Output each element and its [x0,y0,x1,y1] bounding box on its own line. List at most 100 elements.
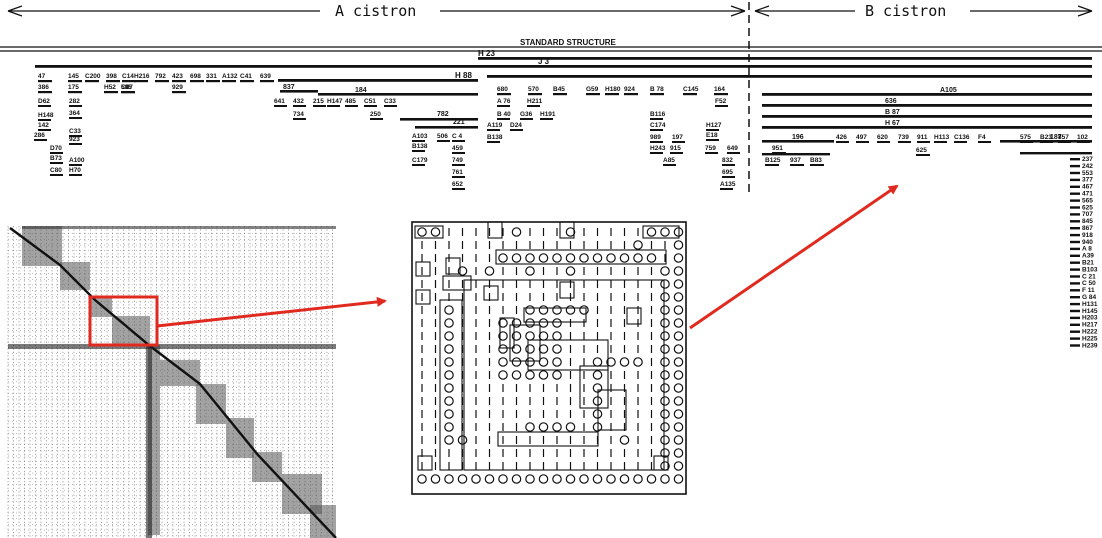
right-column-bar [1070,193,1080,195]
label-h23: H 23 [478,49,495,58]
mid-a-label: 250 [370,111,381,118]
mid-a-bar [274,105,287,107]
mid-c-label: B 40 [497,111,511,118]
right-column-bar [1070,241,1080,243]
deletion-bar-h67 [762,126,1092,129]
right-low-bar [916,154,930,156]
mid-a-label: H147 [327,98,343,105]
b-cistron-label: B cistron [865,2,946,20]
mid-b-bar [452,152,465,154]
label-h88: H 88 [455,71,472,80]
mid-a-bar [364,105,377,107]
zoomed-frame [412,222,686,494]
row-a-bar [122,80,136,82]
mid-b-bar [412,164,425,166]
deletion-bar-782 [400,118,478,121]
deletion-bar-221 [415,126,478,129]
mid-c-bar [497,118,510,120]
row-a-bar [85,80,99,82]
mid-b-bar [437,140,450,142]
row-b-bar [497,93,511,95]
mid-d-bar [722,164,735,166]
deletion-bar-b87 [762,115,1092,118]
mid-d-label: 759 [705,145,716,152]
deletion-bar-a105 [762,93,1092,96]
row-b-label: 924 [624,86,635,93]
right-low-label: 951 [772,145,783,152]
row-c-bar [121,91,135,93]
mid-c-label: H211 [527,98,543,105]
left-col-label: H70 [69,167,81,174]
left-col-label: B73 [50,155,62,162]
mid-b-label: C 4 [452,133,463,140]
right-row-bar [877,141,890,143]
mid-d-label: 695 [722,169,733,176]
right-row-label: 739 [898,134,909,141]
left-col-bar [69,105,82,107]
right-column-bar [1070,344,1080,346]
right-row-bar [856,141,869,143]
mid-b-bar [452,176,465,178]
label-a105: A105 [940,87,957,94]
left-col-bar [69,117,82,119]
row-b-label: 680 [497,86,508,93]
deletion-bar-951 [762,153,830,155]
right-column-bar [1070,296,1080,298]
row-c-label: 386 [38,84,49,91]
right-column-bar [1070,206,1080,208]
mid-b-label: 761 [452,169,463,176]
right-column-bar [1070,303,1080,305]
right-column-bar [1070,186,1080,188]
mid-d-bar [706,129,719,131]
row-a-label: C200 [85,73,101,80]
left-col-label: D70 [50,145,62,152]
mid-d-bar [663,164,676,166]
mid-b-label: 459 [452,145,463,152]
right-row-bar [836,141,849,143]
mid-d-bar [706,139,719,141]
zoomed-matrix-detail [412,222,686,494]
matrix-cluster [90,297,112,317]
left-col-label: 923 [69,136,80,143]
left-col-label: 282 [69,98,80,105]
mid-d-bar [672,141,685,143]
matrix-band [8,344,336,349]
row-a-bar [206,80,220,82]
right-column-bar [1070,227,1080,229]
row-a-label: 423 [172,73,183,80]
left-col-label: C33 [69,128,81,135]
zoom-arrow-right [690,186,897,328]
mid-b-label: 749 [452,157,463,164]
row-a-bar [172,80,186,82]
left-col-label: 364 [69,110,80,117]
mid-a-bar [327,105,340,107]
right-row-label: 426 [836,134,847,141]
row-a-label: 47 [38,73,46,80]
row-a-bar [38,80,52,82]
right-column-bar [1070,179,1080,181]
row-b-bar [650,93,664,95]
right-low-bar [810,164,824,166]
mid-a-bar [313,105,326,107]
mid-d-label: C174 [650,122,666,129]
right-row-label: C136 [954,134,970,141]
mid-a-label: 485 [345,98,356,105]
left-col-label: H148 [38,112,54,119]
row-b-bar [624,93,638,95]
mid-a-label: C51 [364,98,376,105]
label-196: 196 [792,134,804,141]
mid-d-bar [650,129,663,131]
left-col-bar [69,143,82,145]
mid-b-bar [412,150,425,152]
a-cistron-label: A cistron [335,2,416,20]
deletion-bar-184 [318,93,478,96]
right-row-label: B23 [1040,134,1052,141]
label-b87: B 87 [885,109,900,116]
mid-d-bar [705,152,718,154]
row-a-label: 639 [260,73,271,80]
right-row-bar [917,141,930,143]
row-a-label: 698 [190,73,201,80]
label-221: 221 [453,119,465,126]
right-row-bar [898,141,911,143]
